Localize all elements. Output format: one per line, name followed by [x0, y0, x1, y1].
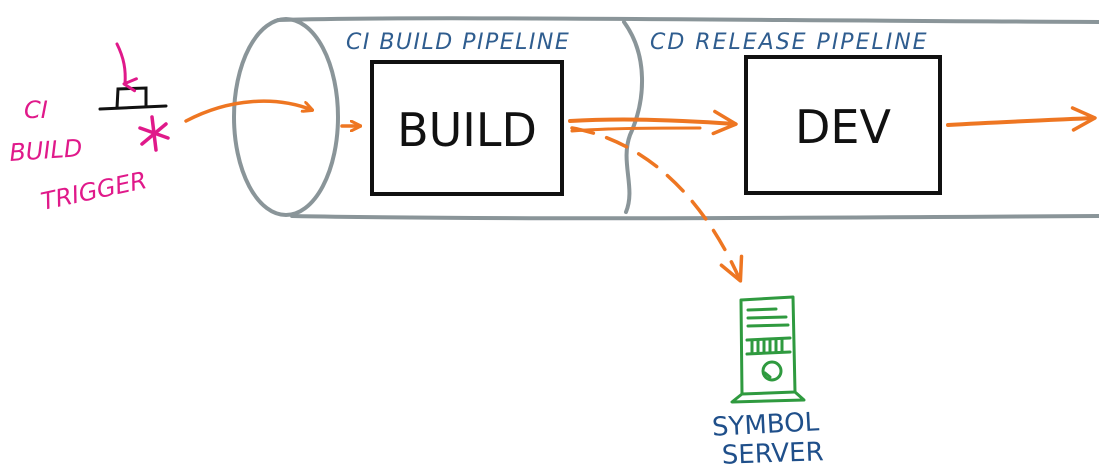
trigger-label-ci: CI [24, 96, 48, 124]
symbol-server-label-line1: SYMBOL [711, 407, 820, 443]
push-button-icon [98, 86, 168, 111]
server-tower-icon [730, 295, 806, 404]
ci-build-trigger: CI BUILD TRIGGER [8, 42, 170, 216]
trigger-label-trigger: TRIGGER [38, 166, 149, 216]
build-to-symbol-server-arrow [570, 126, 744, 283]
pipe-bottom-edge [290, 214, 1099, 221]
symbol-server-label-line2: SERVER [721, 437, 824, 471]
dev-to-next-arrow [946, 106, 1097, 132]
pipe-top-edge [276, 16, 1099, 24]
trigger-label-build: BUILD [8, 134, 83, 167]
press-arrow-icon [115, 42, 138, 93]
trigger-to-pipe-arrow [184, 99, 312, 123]
dev-stage-box: DEV [744, 55, 942, 195]
build-stage-box: BUILD [370, 60, 564, 196]
dev-stage-label: DEV [795, 100, 891, 154]
cd-pipeline-label: CD RELEASE PIPELINE [650, 30, 929, 55]
symbol-server: SYMBOL SERVER [711, 295, 824, 471]
pipeline-divider [622, 20, 644, 214]
build-stage-label: BUILD [397, 103, 537, 157]
build-to-dev-arrow-stroke2 [570, 126, 702, 133]
ci-pipeline-label: CI BUILD PIPELINE [346, 30, 570, 55]
asterisk-icon [138, 115, 170, 152]
pipe-cylinder [232, 16, 1099, 221]
build-to-dev-arrow [568, 109, 738, 136]
pipe-end-cap [232, 17, 340, 217]
